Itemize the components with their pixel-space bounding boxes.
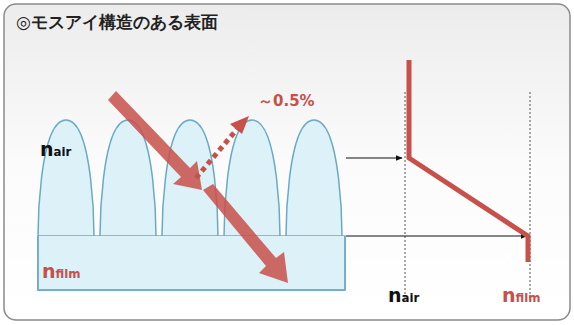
panel <box>4 4 570 320</box>
film-base <box>39 236 345 289</box>
axis-label: nair <box>388 286 419 305</box>
light-arrows <box>108 91 288 283</box>
title: ◎モスアイ構造のある表面 <box>16 14 218 31</box>
moth-eye-film <box>38 120 345 290</box>
reflectance-label: ～0.5% <box>258 94 315 109</box>
transmitted-arrow <box>203 184 288 283</box>
axis-label: nfilm <box>502 286 541 305</box>
axis-line <box>530 92 531 300</box>
incident-arrow <box>108 91 202 190</box>
index-label: nair <box>40 140 71 159</box>
index-profile <box>409 60 528 262</box>
index-label: nfilm <box>42 262 81 281</box>
reflected-arrow-head <box>230 116 249 134</box>
film-base-outline <box>38 236 345 290</box>
leader-arrow <box>346 158 402 159</box>
axis-line <box>405 92 406 300</box>
leader-arrow <box>346 236 527 237</box>
reflected-arrow <box>196 128 238 178</box>
